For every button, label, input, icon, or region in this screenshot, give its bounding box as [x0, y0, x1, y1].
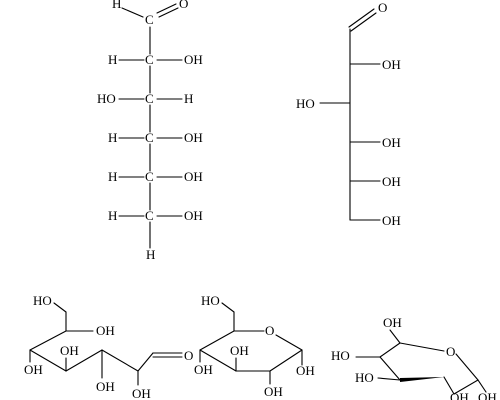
ring-bond — [275, 334, 303, 351]
c2-h-label: H — [108, 52, 117, 67]
ring-bond — [453, 379, 479, 395]
oh-label: OH — [60, 343, 79, 358]
chain-bond — [29, 330, 67, 351]
oh-label: OH — [296, 363, 315, 378]
chain-bond — [29, 349, 67, 372]
wedge-bond — [400, 377, 444, 382]
oh-label: OH — [382, 135, 401, 150]
oh-label: OH — [24, 362, 43, 377]
ch2-bond — [389, 329, 401, 344]
aldehyde-co-bond-1 — [156, 3, 177, 14]
haworth-ring: HO O OH OH OH OH — [194, 293, 315, 399]
c6-c-label: C — [145, 208, 154, 223]
aldehyde-co-bond-1 — [348, 8, 375, 28]
aldehyde-o-label: O — [378, 0, 387, 15]
c5-oh-label: OH — [184, 169, 203, 184]
bottom-h-label: H — [146, 247, 155, 262]
aldehyde-h-label: H — [112, 0, 121, 11]
ch2-ho-label: HO — [201, 293, 220, 308]
c4-oh-label: OH — [184, 130, 203, 145]
oh-label: OH — [450, 390, 469, 400]
c3-c-label: C — [145, 91, 154, 106]
oh-label: OH — [230, 343, 249, 358]
ring-o-label: O — [265, 323, 274, 338]
oh-label: OH — [132, 386, 151, 400]
aldehyde-o-label: O — [179, 0, 188, 11]
chain-bond — [137, 352, 154, 372]
oh-bond — [477, 379, 487, 393]
ring-bond — [399, 342, 445, 352]
c4-c-label: C — [145, 130, 154, 145]
c6-h-label: H — [108, 208, 117, 223]
ch2-bond — [221, 302, 235, 313]
terminal-oh-label: OH — [382, 213, 401, 228]
open-chain-perspective: HO OH OH OH OH OH O — [24, 293, 193, 400]
oh-label: OH — [194, 362, 213, 377]
chair-conformation: OH O HO HO OH OH — [331, 315, 497, 400]
c3-h-label: H — [184, 91, 193, 106]
anomeric-oh-label: OH — [478, 390, 497, 400]
ch2-oh-label: OH — [383, 315, 402, 330]
fischer-projection: H C O H C OH HO C H H C OH H C — [97, 0, 203, 262]
c2-c-label: C — [145, 52, 154, 67]
ch2-ho-label: HO — [33, 293, 52, 308]
ho-bond — [377, 377, 401, 381]
c5-h-label: H — [108, 169, 117, 184]
ring-bond — [199, 330, 235, 351]
chain-bond — [65, 349, 103, 372]
oh-label: OH — [382, 174, 401, 189]
oh-label: OH — [96, 379, 115, 394]
ring-o-label: O — [446, 344, 455, 359]
ring-bond — [455, 353, 479, 381]
ho-label: HO — [296, 96, 315, 111]
ho-label: HO — [331, 348, 350, 363]
ch2-bond — [53, 302, 67, 313]
chain-bond — [101, 349, 139, 372]
aldehyde-h-bond — [121, 7, 144, 18]
aldehyde-co-bond-2 — [350, 12, 377, 32]
c5-c-label: C — [145, 169, 154, 184]
oh-label: OH — [382, 57, 401, 72]
c3-ho-label: HO — [97, 91, 116, 106]
ring-bond — [379, 342, 401, 358]
zigzag-open-chain: O OH HO OH OH OH — [296, 0, 401, 228]
oh-label: OH — [96, 323, 115, 338]
ring-bond — [443, 376, 455, 395]
aldehyde-o-label: O — [184, 348, 193, 363]
c2-oh-label: OH — [184, 52, 203, 67]
c6-oh-label: OH — [184, 208, 203, 223]
c4-h-label: H — [108, 130, 117, 145]
ring-bond — [379, 356, 401, 381]
oh-label: OH — [264, 384, 283, 399]
aldehyde-co-bond-2 — [158, 7, 179, 18]
ring-bond — [269, 349, 303, 372]
aldehyde-c-label: C — [145, 12, 154, 27]
ho-label: HO — [355, 370, 374, 385]
ring-bond — [199, 349, 237, 372]
